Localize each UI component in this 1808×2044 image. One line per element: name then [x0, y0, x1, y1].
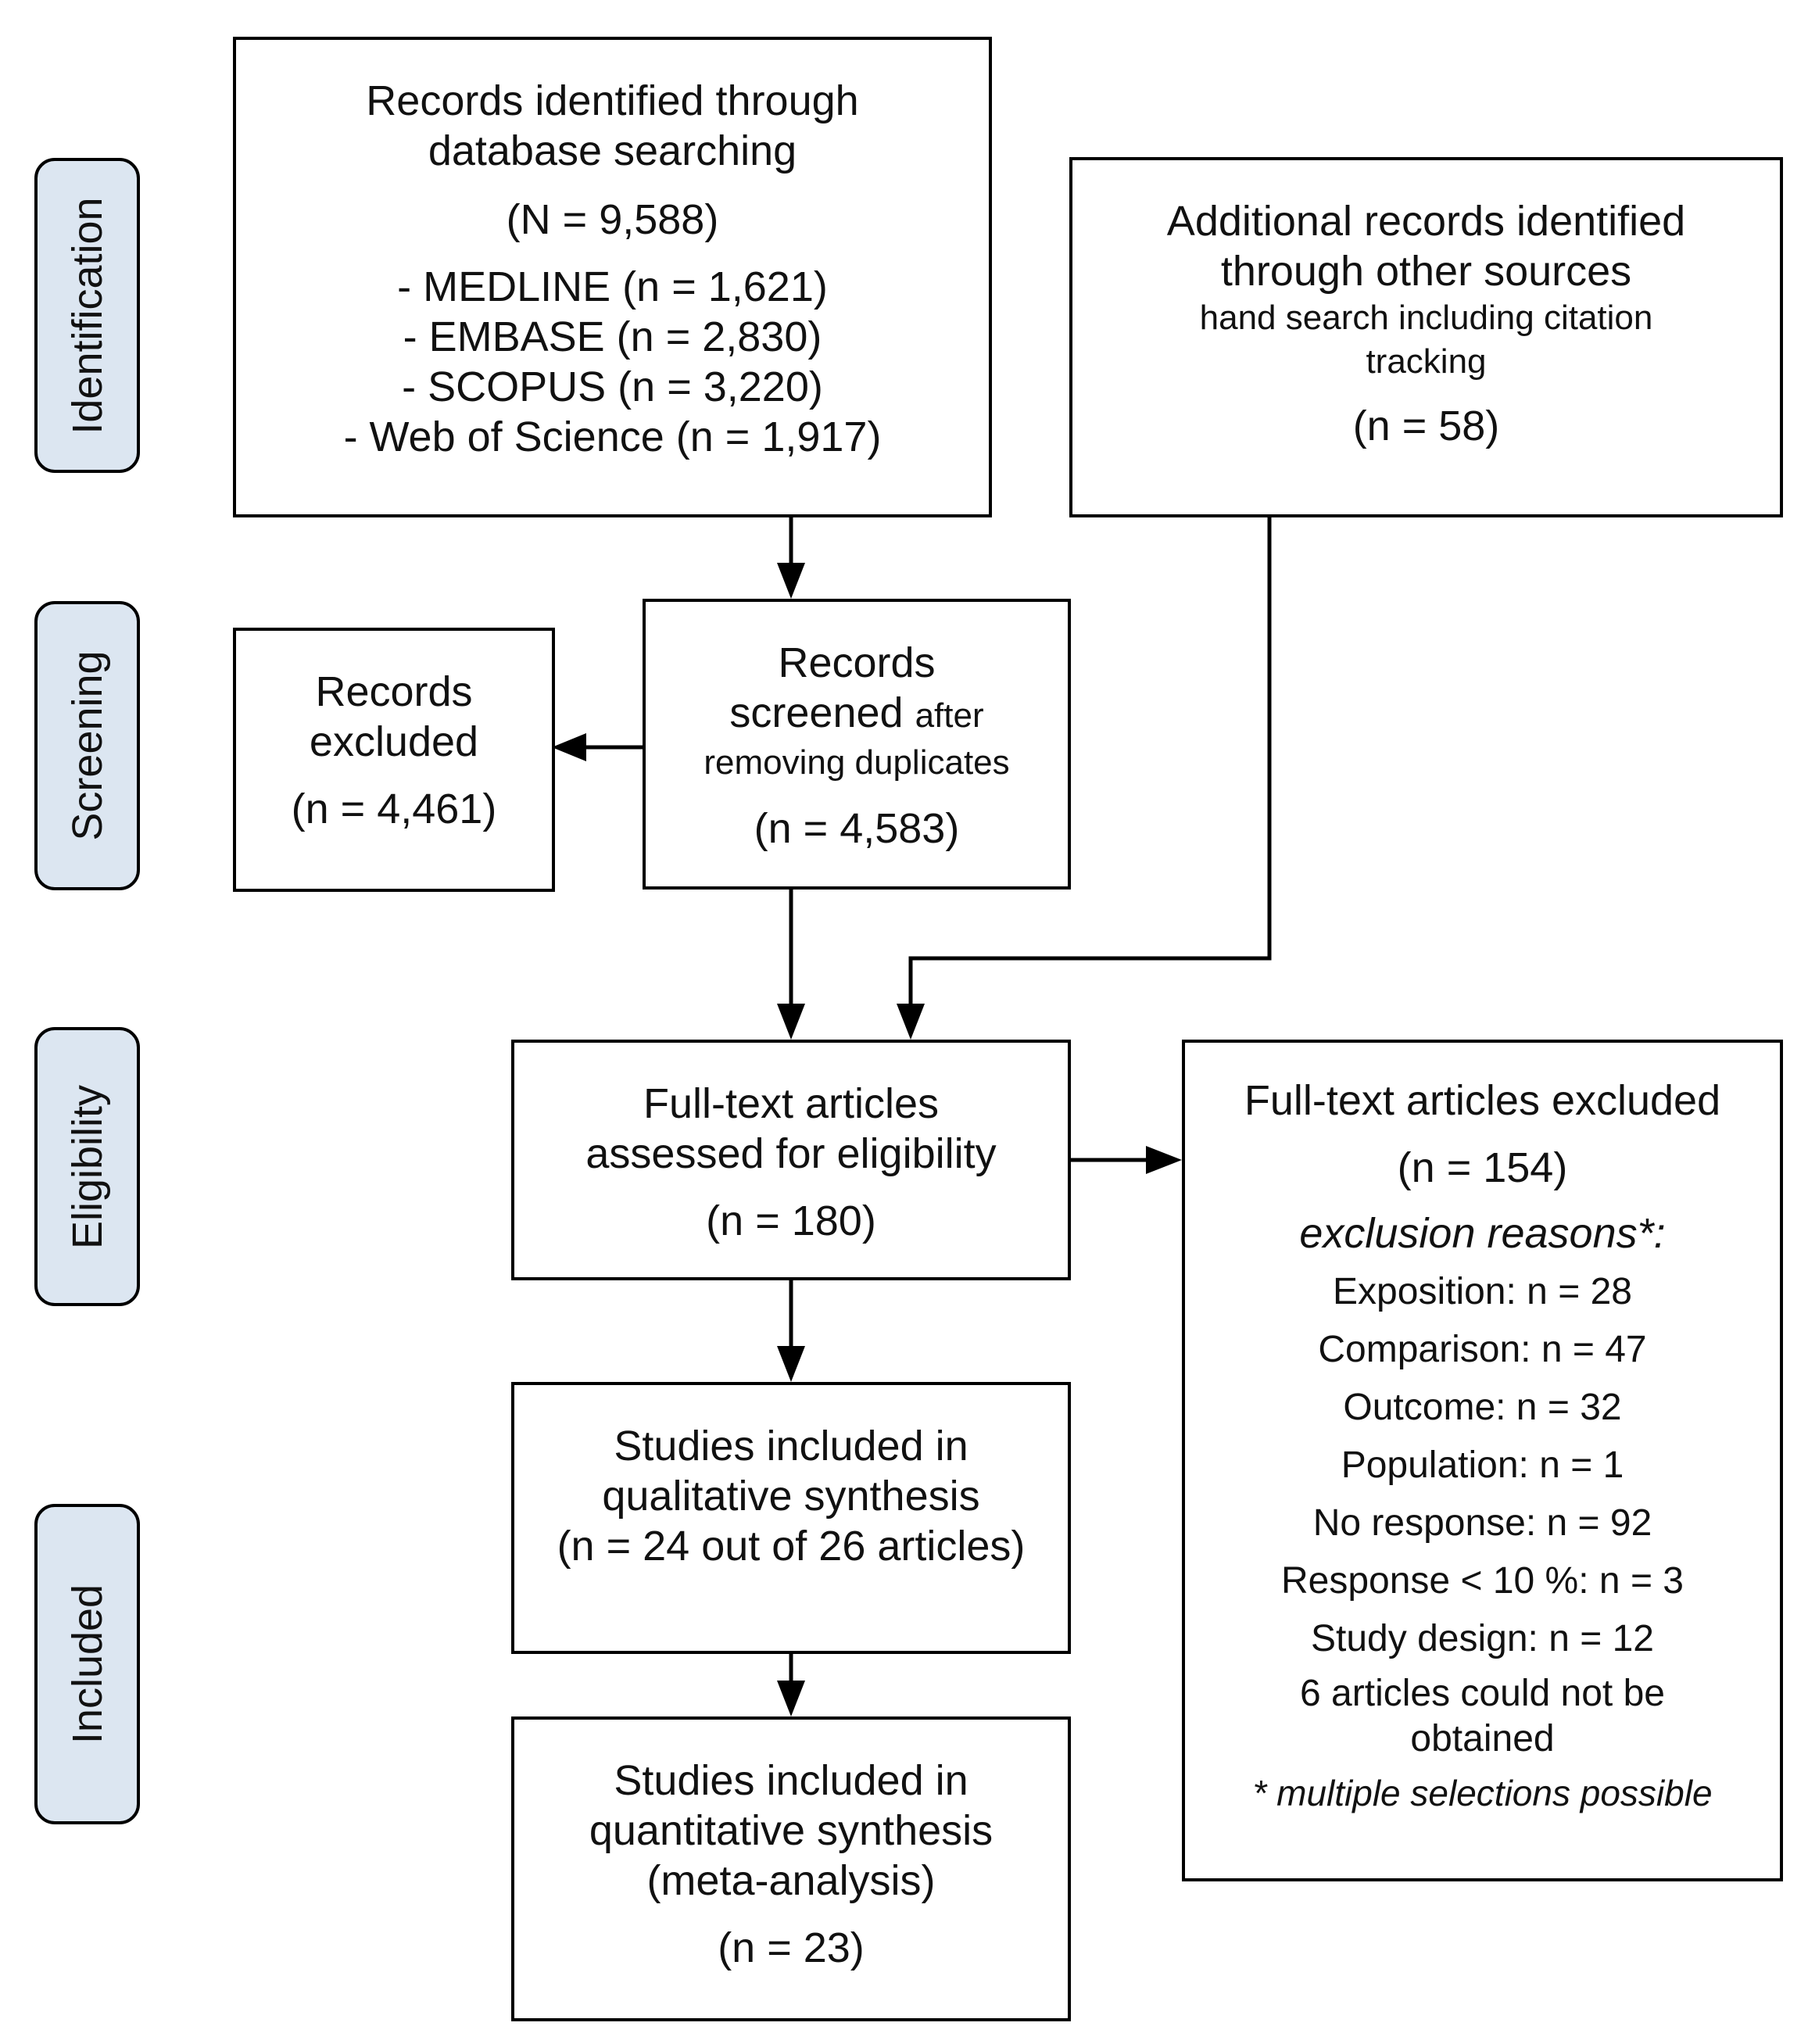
records-excluded-box: Records excluded (n = 4,461)	[233, 628, 555, 892]
stage-included-label: Included	[63, 1584, 111, 1745]
qualitative-synthesis-box: Studies included in qualitative synthesi…	[511, 1382, 1071, 1654]
exclusion-reason-comparison: Comparison: n = 47	[1318, 1329, 1647, 1370]
stage-eligibility-label: Eligibility	[63, 1084, 111, 1249]
records-screened-line-1: Records	[778, 639, 936, 686]
footnote-multiple-selections: * multiple selections possible	[1252, 1773, 1713, 1813]
records-excluded-line-1: Records	[315, 668, 473, 715]
database-source-medline: - MEDLINE (n = 1,621)	[397, 263, 828, 310]
quantitative-synthesis-box: Studies included in quantitative synthes…	[511, 1716, 1071, 2021]
stage-identification: Identification	[34, 158, 140, 473]
fulltext-assessed-line-1: Full-text articles	[643, 1080, 940, 1127]
exclusion-reason-no-response: No response: n = 92	[1312, 1502, 1652, 1544]
fulltext-excluded-count: (n = 154)	[1397, 1144, 1568, 1191]
fulltext-excluded-title: Full-text articles excluded	[1244, 1077, 1721, 1124]
exclusion-reason-exposition: Exposition: n = 28	[1333, 1271, 1632, 1312]
qualitative-line-2: qualitative synthesis	[602, 1473, 980, 1520]
stage-identification-label: Identification	[63, 196, 111, 435]
quantitative-count: (n = 23)	[718, 1924, 865, 1971]
fulltext-assessed-count: (n = 180)	[706, 1197, 876, 1244]
stage-eligibility: Eligibility	[34, 1027, 140, 1306]
database-search-title-2: database searching	[428, 127, 797, 174]
other-sources-sub-2: tracking	[1366, 342, 1487, 381]
stage-screening: Screening	[34, 601, 140, 890]
records-screened-line-2: screened	[729, 689, 904, 736]
not-obtained-line-1: 6 articles could not be	[1300, 1673, 1665, 1714]
records-excluded-count: (n = 4,461)	[291, 786, 497, 832]
database-search-box: Records identified through database sear…	[233, 37, 992, 517]
records-screened-count: (n = 4,583)	[754, 805, 960, 852]
fulltext-excluded-box: Full-text articles excluded (n = 154) ex…	[1182, 1040, 1783, 1881]
exclusion-reason-population: Population: n = 1	[1341, 1444, 1624, 1486]
records-excluded-line-2: excluded	[309, 718, 479, 765]
qualitative-line-3: (n = 24 out of 26 articles)	[557, 1523, 1026, 1570]
database-source-scopus: - SCOPUS (n = 3,220)	[402, 363, 823, 410]
database-source-wos: - Web of Science (n = 1,917)	[343, 413, 882, 460]
quantitative-line-1: Studies included in	[614, 1757, 968, 1804]
stage-screening-label: Screening	[63, 650, 111, 841]
database-source-embase: - EMBASE (n = 2,830)	[403, 313, 822, 360]
other-sources-count: (n = 58)	[1352, 403, 1500, 449]
exclusion-reason-low-response: Response < 10 %: n = 3	[1280, 1560, 1684, 1602]
exclusion-reason-outcome: Outcome: n = 32	[1343, 1387, 1622, 1428]
qualitative-line-1: Studies included in	[614, 1423, 968, 1469]
other-sources-title-2: through other sources	[1220, 248, 1632, 295]
arrow-other-to-fulltext	[908, 517, 1272, 1004]
fulltext-assessed-line-2: assessed for eligibility	[585, 1130, 997, 1177]
other-sources-sub-1: hand search including citation	[1199, 299, 1653, 337]
database-search-title-1: Records identified through	[366, 77, 859, 124]
records-screened-line-3: removing duplicates	[704, 743, 1010, 782]
stage-included: Included	[34, 1504, 140, 1824]
fulltext-assessed-box: Full-text articles assessed for eligibil…	[511, 1040, 1071, 1280]
exclusion-reason-study-design: Study design: n = 12	[1311, 1618, 1654, 1659]
database-search-total: (N = 9,588)	[506, 196, 719, 243]
records-screened-after: after	[915, 696, 984, 735]
exclusion-reasons-heading: exclusion reasons*:	[1299, 1210, 1666, 1257]
records-screened-box: Records screened after removing duplicat…	[643, 599, 1071, 890]
not-obtained-line-2: obtained	[1410, 1718, 1555, 1759]
other-sources-box: Additional records identified through ot…	[1069, 157, 1783, 517]
quantitative-line-3: (meta-analysis)	[646, 1857, 936, 1904]
quantitative-line-2: quantitative synthesis	[589, 1807, 994, 1854]
other-sources-title-1: Additional records identified	[1166, 198, 1686, 245]
